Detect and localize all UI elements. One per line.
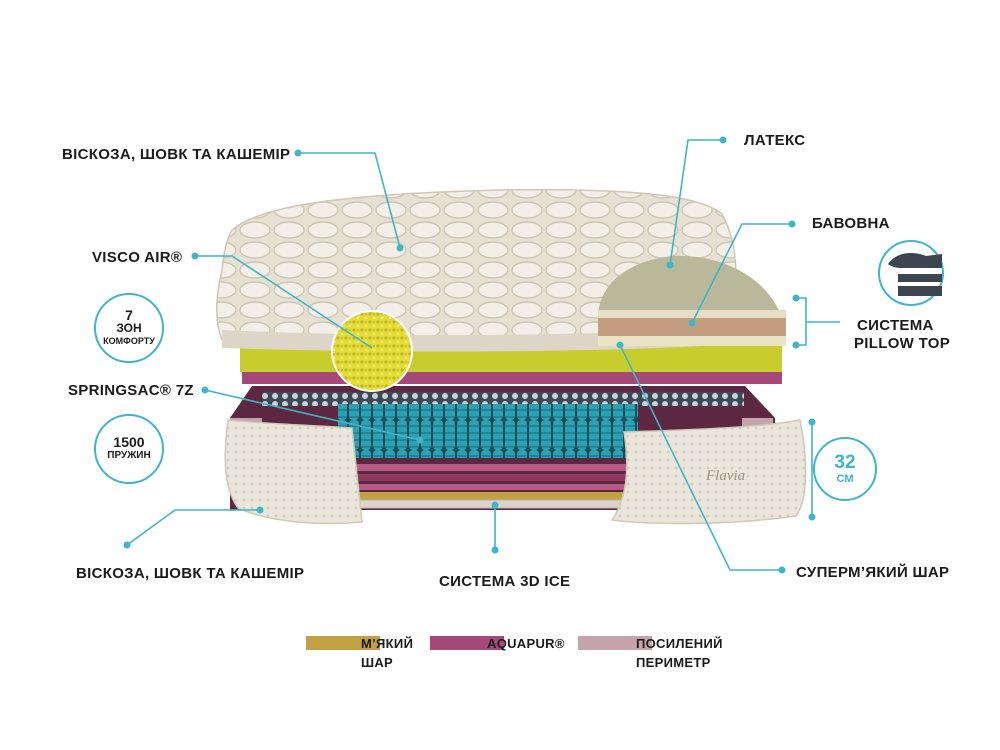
pillow-top-cross-section bbox=[598, 255, 786, 346]
aquapur-layer bbox=[242, 372, 782, 384]
label-3d-ice: СИСТЕМА 3D ICE bbox=[439, 573, 571, 590]
label-springsac: SPRINGSAC® 7Z bbox=[68, 382, 194, 399]
label-top-cover: ВІСКОЗА, ШОВК ТА КАШЕМІР bbox=[62, 146, 291, 163]
label-visco-air: VISCO AIR® bbox=[92, 249, 183, 266]
bottom-cover bbox=[224, 419, 807, 525]
visco-foam-zoom bbox=[331, 310, 413, 392]
label-latex: ЛАТЕКС bbox=[744, 132, 806, 149]
badge-springs: 1500 ПРУЖИН bbox=[94, 414, 164, 484]
label-super-soft: СУПЕРМ’ЯКИЙ ШАР bbox=[796, 564, 950, 581]
label-bottom-cover: ВІСКОЗА, ШОВК ТА КАШЕМІР bbox=[76, 565, 305, 582]
legend-text-perimeter: ПОСИЛЕНИЙ ПЕРИМЕТР bbox=[636, 634, 723, 672]
pillow-top-icon bbox=[878, 240, 944, 306]
legend-aquapur-line1: AQUAPUR® bbox=[487, 636, 565, 651]
callout-dots bbox=[123, 136, 816, 574]
legend-text-soft-layer: М’ЯКИЙ ШАР bbox=[361, 634, 413, 672]
badge-height-unit: СМ bbox=[836, 472, 854, 485]
legend-swatch-aquapur bbox=[430, 636, 504, 650]
badge-zones-line2: КОМФОРТУ bbox=[103, 335, 155, 346]
badge-springs-line1: ПРУЖИН bbox=[107, 450, 151, 461]
legend-soft-line1: М’ЯКИЙ bbox=[361, 636, 414, 651]
legend-text-aquapur: AQUAPUR® bbox=[487, 634, 565, 653]
legend-soft-line2: ШАР bbox=[361, 655, 394, 670]
badge-height: 32 СМ bbox=[813, 437, 877, 501]
label-pillow-top-2: PILLOW TOP bbox=[854, 335, 951, 352]
badge-comfort-zones: 7 ЗОН КОМФОРТУ bbox=[94, 293, 164, 363]
callout-lines bbox=[126, 139, 840, 571]
label-cotton: БАВОВНА bbox=[812, 215, 890, 232]
legend-swatch-soft-layer bbox=[306, 636, 380, 650]
legend-perimeter-line1: ПОСИЛЕНИЙ bbox=[636, 636, 723, 651]
badge-height-value: 32 bbox=[834, 451, 856, 473]
label-pillow-top-1: СИСТЕМА bbox=[857, 317, 934, 334]
badge-zones-number: 7 bbox=[125, 306, 133, 323]
badge-springs-number: 1500 bbox=[113, 434, 145, 450]
legend-swatch-perimeter bbox=[578, 636, 652, 650]
legend-perimeter-line2: ПЕРИМЕТР bbox=[636, 655, 711, 670]
flavia-logo: Flavia bbox=[705, 468, 745, 484]
badge-zones-line1: ЗОН bbox=[116, 320, 142, 335]
